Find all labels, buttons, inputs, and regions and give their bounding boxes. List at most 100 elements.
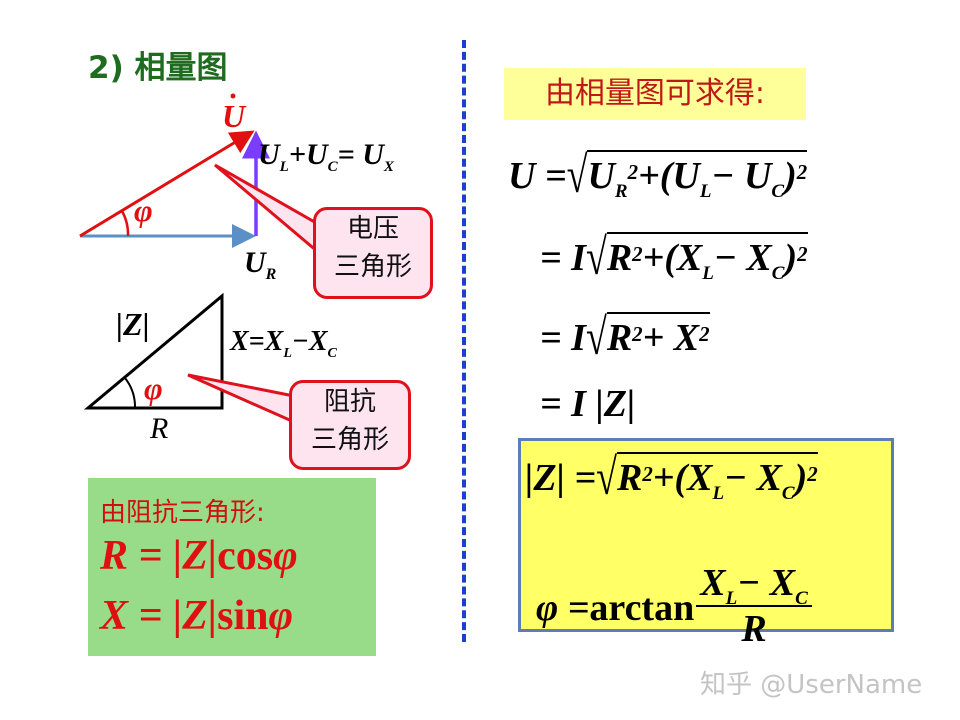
- impedance-triangle-callout: 阻抗三角形: [289, 380, 411, 470]
- formula-text: φ: [273, 533, 298, 579]
- phi-label-impedance: φ: [144, 370, 163, 406]
- formula-text: φ: [268, 593, 294, 639]
- watermark: 知乎 @UserName: [700, 670, 923, 700]
- formula-text: ): [784, 155, 797, 197]
- formula-superscript: 2: [627, 160, 639, 185]
- u-phasor-dot: [230, 93, 236, 99]
- phi-arc-2: [124, 377, 137, 409]
- right-heading: 由相量图可求得:: [504, 68, 806, 120]
- formula-subscript: C: [327, 345, 337, 361]
- formula-subscript: C: [795, 587, 808, 609]
- formula-text: |Z| =: [525, 457, 597, 499]
- formula-text: R: [606, 317, 633, 359]
- voltage-callout-pointer: [214, 163, 320, 256]
- ur-label-sub: R: [265, 266, 277, 283]
- callout-line: 三角形: [310, 425, 389, 455]
- formula-subscript: C: [771, 262, 785, 284]
- sqrt-sign: √: [596, 449, 617, 507]
- r-label: R: [150, 412, 169, 445]
- formula-text: − X: [724, 457, 782, 499]
- formula-subscript: L: [702, 262, 714, 284]
- formula-text: − X: [737, 561, 796, 604]
- formula-text: ): [794, 457, 808, 499]
- formula-u-iz: = I |Z|: [540, 382, 635, 426]
- impedance-triangle: [83, 292, 224, 410]
- formula-text: R: [616, 457, 643, 499]
- result-box: [518, 438, 894, 632]
- formula-subscript: L: [712, 482, 725, 504]
- formula-subscript: C: [771, 180, 785, 202]
- formula-text: +(X: [642, 237, 703, 279]
- impedance-callout-pointer: [187, 373, 296, 425]
- formula-text: = I: [540, 317, 586, 359]
- formula-superscript: 2: [807, 462, 818, 487]
- formula-function: cos: [217, 533, 274, 579]
- formula-superscript: 2: [699, 322, 710, 347]
- impedance-box: [88, 478, 376, 656]
- impedance-box-title: 由阻抗三角形:: [100, 498, 265, 528]
- formula-function: sin: [217, 593, 269, 639]
- callout-line: 阻抗: [323, 387, 376, 417]
- formula-text: +(X: [652, 457, 713, 499]
- formula-text: = I |Z|: [540, 383, 636, 425]
- formula-subscript: X: [383, 158, 394, 175]
- ur-label: UR: [244, 246, 276, 284]
- formula-text: = U: [337, 138, 384, 171]
- formula-text: X=X: [230, 326, 284, 357]
- sqrt-sign: √: [585, 309, 607, 367]
- slide-title: 2) 相量图: [88, 50, 228, 86]
- formula-text: − U: [711, 155, 772, 197]
- formula-superscript: 2: [632, 242, 643, 267]
- formula-text: R: [606, 237, 633, 279]
- phi-label: φ: [134, 192, 153, 228]
- callout-line: 电压: [346, 214, 399, 244]
- formula-text: +(U: [638, 155, 700, 197]
- formula-text: = I: [540, 237, 586, 279]
- formula-subscript: L: [725, 587, 738, 609]
- divider-dashed-line: [462, 40, 466, 642]
- formula-text: − X: [713, 237, 772, 279]
- sqrt-sign: √: [566, 147, 588, 205]
- formula-superscript: 2: [632, 322, 643, 347]
- formula-text: + X: [642, 317, 700, 359]
- formula-text: U: [587, 155, 615, 197]
- formula-text: X: [700, 561, 726, 604]
- formula-subscript: L: [699, 180, 712, 202]
- formula-subscript: C: [781, 482, 795, 504]
- formula-subscript: C: [327, 158, 338, 175]
- formula-text: +U: [288, 138, 328, 171]
- formula-text: −X: [291, 326, 328, 357]
- voltage-triangle-callout: 电压三角形: [313, 207, 433, 299]
- formula-text: ): [784, 237, 798, 279]
- sqrt-sign: √: [585, 229, 607, 287]
- formula-text: U =: [508, 155, 567, 197]
- formula-subscript: L: [283, 345, 292, 361]
- u-label: U: [222, 98, 246, 134]
- formula-text: φ =: [536, 587, 590, 629]
- formula-subscript: L: [279, 158, 289, 175]
- callout-line: 三角形: [333, 252, 412, 282]
- phi-arc: [120, 210, 130, 237]
- formula-superscript: 2: [796, 160, 808, 185]
- formula-function: arctan: [589, 587, 695, 629]
- formula-subscript: R: [614, 180, 628, 202]
- formula-text: R: [741, 607, 767, 650]
- formula-superscript: 2: [797, 242, 808, 267]
- formula-text: R = |Z|: [100, 533, 218, 579]
- ur-label-main: U: [244, 246, 266, 279]
- z-label: |Z|: [116, 306, 150, 342]
- formula-text: U: [258, 138, 280, 171]
